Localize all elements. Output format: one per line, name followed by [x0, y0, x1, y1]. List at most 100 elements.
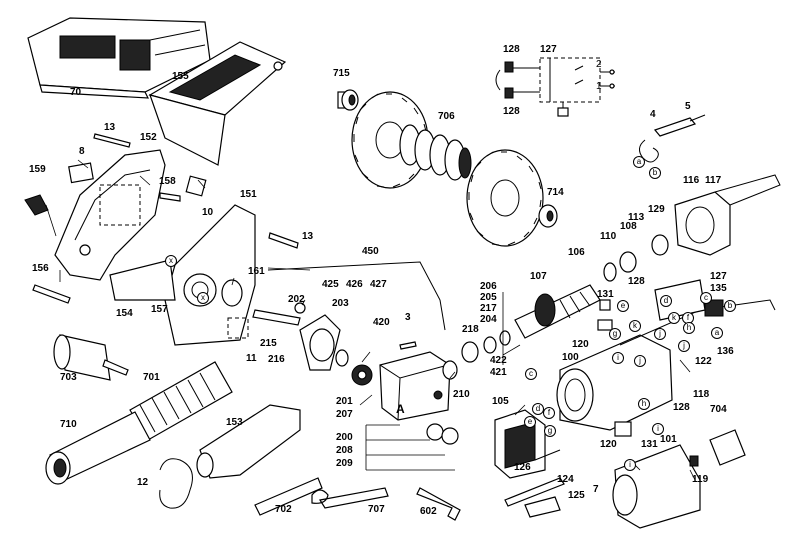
part-label-210: 210 — [453, 389, 470, 400]
part-label-215: 215 — [260, 338, 277, 349]
part-label-11: 11 — [246, 353, 257, 364]
part-label-124: 124 — [557, 474, 574, 485]
gear-housing-151 — [164, 204, 256, 346]
connector-k: k — [629, 320, 641, 332]
connector-j: j — [634, 355, 646, 367]
part-label-10: 10 — [202, 207, 214, 218]
part-label-203: 203 — [332, 298, 349, 309]
connector-b: b — [724, 300, 736, 312]
connector-e: e — [617, 300, 629, 312]
part-label-106: 106 — [568, 247, 585, 258]
part-label-152: 152 — [140, 132, 157, 143]
screw-13a — [93, 133, 131, 148]
motor-housing-100 — [556, 299, 776, 431]
part-label-707: 707 — [368, 504, 385, 515]
part-label-13: 13 — [302, 231, 314, 242]
part-label-706: 706 — [438, 111, 455, 122]
brush-120b — [614, 421, 632, 437]
connector-j: j — [678, 340, 690, 352]
part-label-118: 118 — [693, 389, 710, 400]
part-label-218: 218 — [462, 324, 479, 335]
part-label-422: 422 — [490, 355, 507, 366]
wiring-schematic — [495, 57, 615, 117]
part-label-158: 158 — [159, 176, 176, 187]
part-label-421: 421 — [490, 367, 507, 378]
hex-key-602 — [416, 487, 461, 521]
part-label-131: 131 — [641, 439, 658, 450]
connector-a: a — [633, 156, 645, 168]
connector-c: c — [525, 368, 537, 380]
part-label-120: 120 — [600, 439, 617, 450]
part-label-703: 703 — [60, 372, 77, 383]
knob-159 — [24, 194, 49, 216]
bearing-208 — [426, 423, 444, 441]
part-label-714: 714 — [547, 187, 564, 198]
part-label-154: 154 — [116, 308, 133, 319]
aux-handle-703 — [53, 334, 129, 381]
connector-x: x — [165, 255, 177, 267]
connector-d: d — [660, 295, 672, 307]
carry-case-70 — [27, 17, 211, 99]
base-plate-154 — [109, 259, 176, 301]
part-label-202: 202 — [288, 294, 305, 305]
connector-i: i — [652, 423, 664, 435]
part-label-200: 200 — [336, 432, 353, 443]
part-label-715: 715 — [333, 68, 350, 79]
part-label-127: 127 — [710, 271, 727, 282]
power-cord-4-5 — [639, 114, 706, 163]
part-label-156: 156 — [32, 263, 49, 274]
connector-e: e — [524, 416, 536, 428]
connector-a: a — [711, 327, 723, 339]
connector-f: f — [682, 312, 694, 324]
brush-holder-127 — [597, 279, 724, 331]
part-label-128: 128 — [503, 106, 520, 117]
connector-h: h — [683, 322, 695, 334]
part-label-116: 116 — [683, 175, 700, 186]
part-label-201: 201 — [336, 396, 353, 407]
screw-3 — [399, 341, 417, 350]
motor-cap-101 — [612, 444, 701, 529]
part-label-70: 70 — [70, 87, 82, 98]
part-label-119: 119 — [692, 474, 709, 485]
part-label-206: 206 — [480, 281, 497, 292]
part-label-135: 135 — [710, 283, 727, 294]
screw-202 — [294, 302, 306, 314]
bearing-210 — [442, 360, 458, 380]
part-label-131: 131 — [597, 289, 614, 300]
part-label-701: 701 — [143, 372, 160, 383]
flange-714 — [538, 204, 558, 228]
hose-701 — [45, 361, 233, 485]
part-label-450: 450 — [362, 246, 379, 257]
part-label-420: 420 — [373, 317, 390, 328]
part-label-208: 208 — [336, 445, 353, 456]
end-cap-116 — [674, 174, 781, 256]
part-label-161: 161 — [248, 266, 265, 277]
part-label-122: 122 — [695, 356, 712, 367]
adapter-153 — [199, 404, 301, 479]
part-label-129: 129 — [648, 204, 665, 215]
bearing-218 — [461, 341, 479, 363]
part-label-113: 113 — [628, 212, 645, 223]
connector-f: f — [543, 407, 555, 419]
part-label-217: 217 — [480, 303, 497, 314]
part-label-13: 13 — [104, 122, 116, 133]
connector-h: h — [638, 398, 650, 410]
part-label-7: 7 — [593, 484, 599, 495]
part-label-105: 105 — [492, 396, 509, 407]
switch-125 — [524, 496, 561, 518]
connector-c: c — [700, 292, 712, 304]
switch-terminal-1: 1 — [596, 81, 602, 92]
part-label-136: 136 — [717, 346, 734, 357]
part-label-120: 120 — [572, 339, 589, 350]
blade-guard-152 — [54, 149, 166, 281]
part-label-12: 12 — [137, 477, 149, 488]
connector-g: g — [544, 425, 556, 437]
part-label-117: 117 — [705, 175, 722, 186]
label-plate-8 — [68, 162, 94, 184]
part-label-128: 128 — [673, 402, 690, 413]
part-label-204: 204 — [480, 314, 497, 325]
label-plate-10 — [185, 175, 207, 197]
guard-cover-155 — [148, 41, 287, 166]
part-label-216: 216 — [268, 354, 285, 365]
